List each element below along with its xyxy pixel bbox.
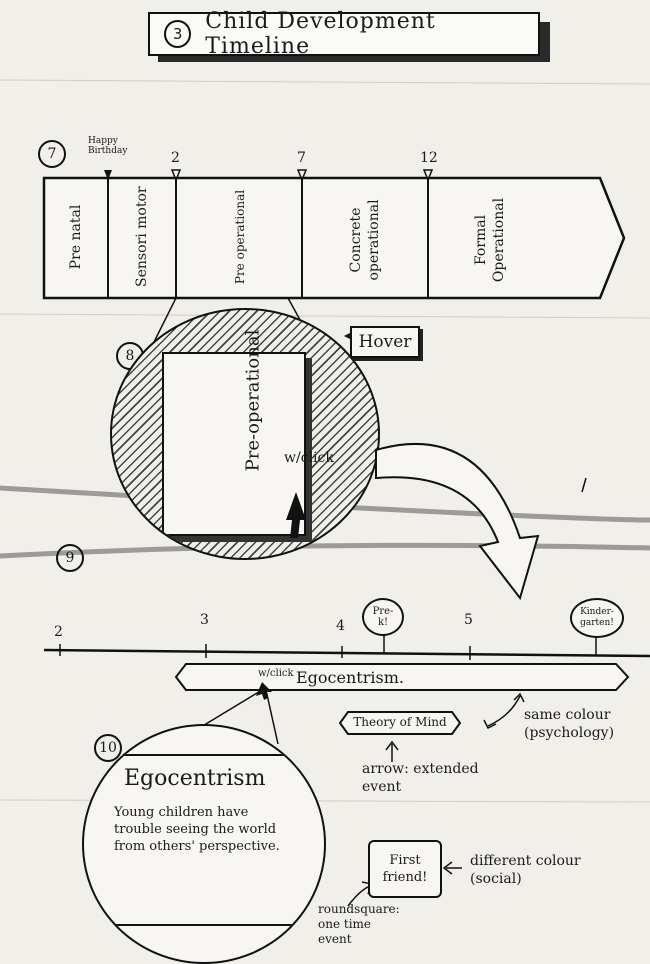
note-roundsquare: roundsquare: one time event — [318, 902, 400, 946]
ruler-tick-2: 2 — [54, 624, 63, 640]
step-9-marker: 9 — [56, 544, 84, 572]
prek-bubble[interactable]: Pre- k! — [362, 598, 404, 636]
ruler-tick-4: 4 — [336, 618, 345, 634]
first-friend-event[interactable]: First friend! — [368, 840, 442, 898]
timeline-tick-2: 2 — [171, 150, 180, 166]
theory-of-mind-bar[interactable]: Theory of Mind — [340, 712, 460, 734]
detail-title: Egocentrism — [124, 766, 266, 791]
egocentrism-bar[interactable]: Egocentrism. — [176, 664, 628, 690]
note-same-colour: same colour (psychology) — [524, 707, 615, 741]
zoom-click-label: w/click — [284, 450, 334, 466]
ruler-tick-5: 5 — [464, 612, 473, 628]
theory-of-mind-label: Theory of Mind — [353, 715, 447, 729]
hover-badge: Hover — [350, 326, 420, 358]
step-10-marker: 10 — [94, 734, 122, 762]
egocentrism-bar-label: Egocentrism. — [296, 668, 404, 687]
title-number: 3 — [164, 20, 192, 48]
note-arrow-extended: arrow: extended event — [362, 761, 479, 795]
title-text: Child Development Timeline — [205, 9, 436, 59]
birthday-marker-label: Happy Birthday — [88, 136, 128, 156]
timeline-tick-7: 7 — [297, 150, 306, 166]
step-7-marker: 7 — [38, 140, 66, 168]
zoomed-stage-box[interactable] — [162, 352, 306, 536]
page-title: 3 Child Development Timeline — [148, 9, 540, 59]
first-friend-label: First friend! — [382, 853, 428, 885]
detail-panel — [102, 754, 306, 926]
kindergarten-bubble[interactable]: Kinder- garten! — [570, 598, 624, 638]
detail-body: Young children have trouble seeing the w… — [114, 805, 280, 854]
zoom-magnifier: Pre-operational w/click — [110, 308, 380, 560]
egocentrism-click-label: w/click — [258, 668, 294, 679]
ruler-tick-3: 3 — [200, 612, 209, 628]
egocentrism-detail-popup: Egocentrism Young children have trouble … — [82, 724, 326, 964]
note-different-colour: different colour (social) — [470, 853, 581, 887]
timeline-tick-12: 12 — [420, 150, 438, 166]
